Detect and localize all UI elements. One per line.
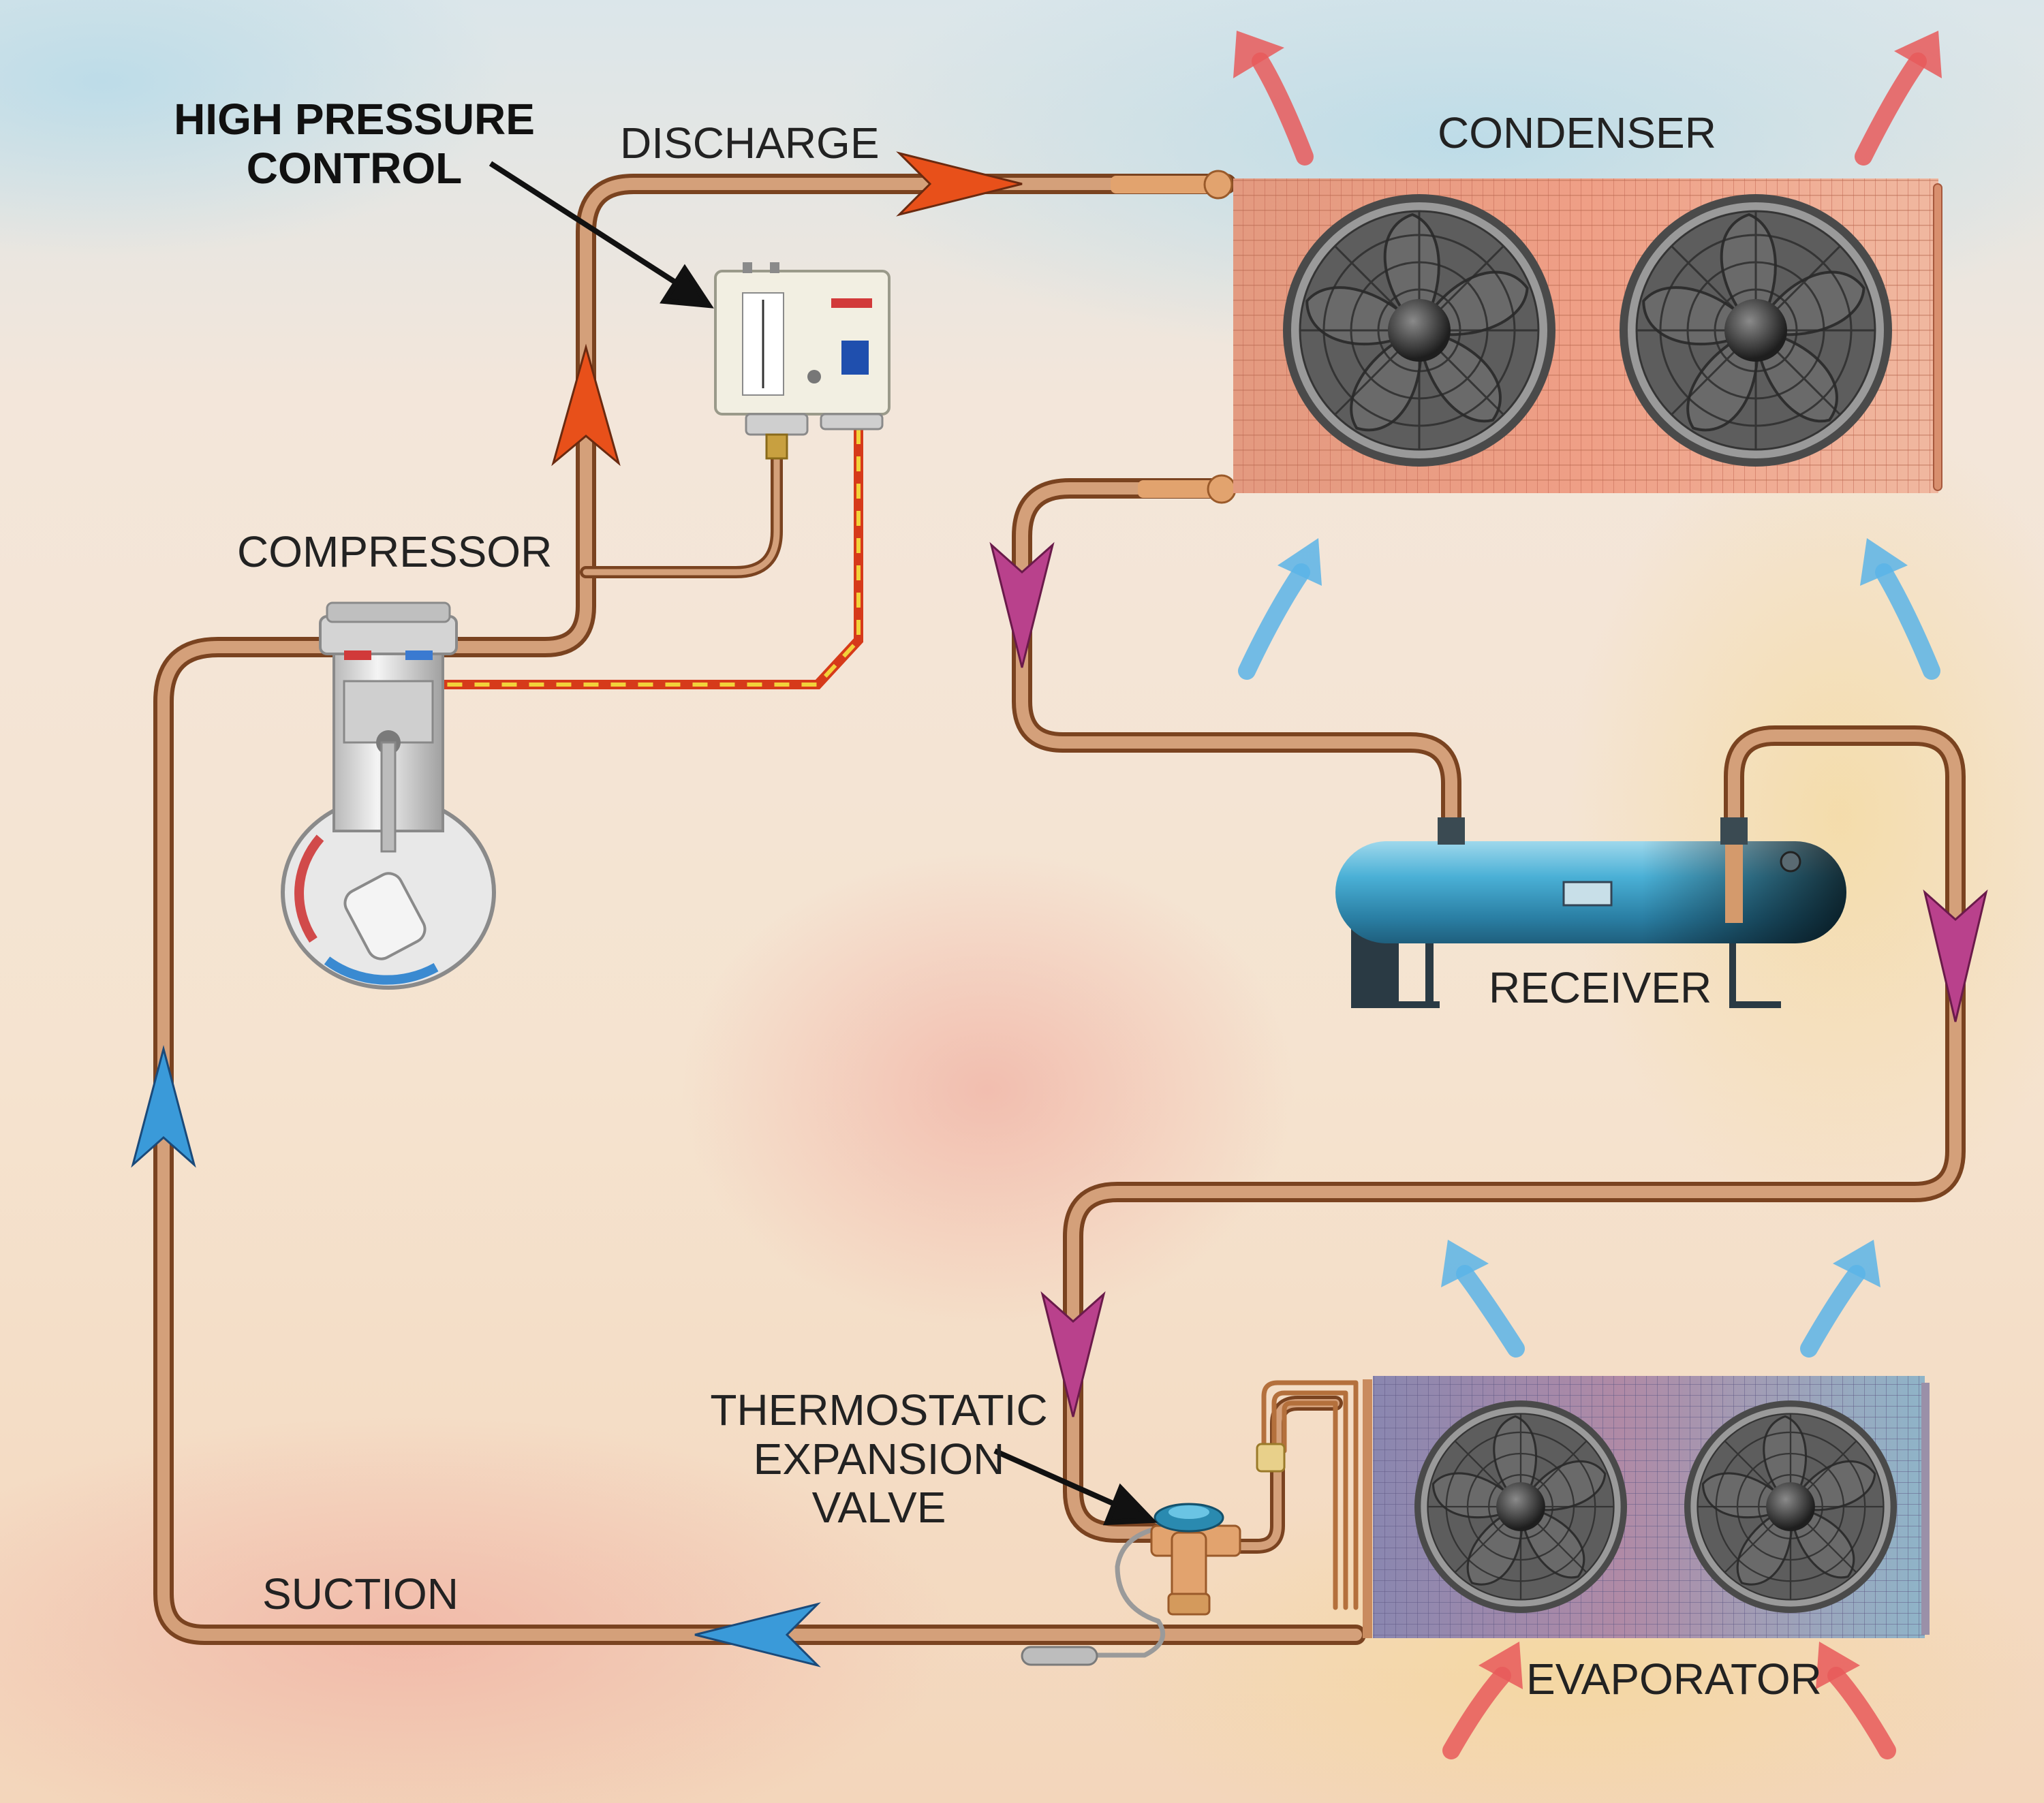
high-pressure-control-label-line-2: CONTROL bbox=[246, 143, 463, 193]
warm-air-arrow-icon bbox=[1816, 1642, 1896, 1759]
cool-air-arrow-icon bbox=[1860, 538, 1940, 680]
suction-label: SUCTION bbox=[262, 1569, 459, 1618]
suction-up-arrow-icon bbox=[131, 1045, 196, 1168]
control-wire bbox=[436, 429, 863, 689]
liquid-flow-arrow-3-icon bbox=[1040, 1291, 1106, 1417]
cool-air-arrow-icon bbox=[1800, 1240, 1880, 1358]
evaporator bbox=[1363, 1376, 1930, 1638]
suction-flow-arrow-icon bbox=[694, 1602, 821, 1667]
txv-label-line-3: VALVE bbox=[811, 1483, 946, 1533]
receiver bbox=[1335, 817, 1846, 1008]
high-pressure-control-label-line-1: HIGH PRESSURE bbox=[174, 95, 535, 144]
discharge-label: DISCHARGE bbox=[620, 119, 880, 168]
condenser-label: CONDENSER bbox=[1438, 108, 1716, 157]
evaporator-label: EVAPORATOR bbox=[1526, 1655, 1822, 1704]
high-pressure-control bbox=[714, 262, 891, 460]
evaporator-fan-1-icon bbox=[1413, 1399, 1628, 1614]
air-flow-arrows bbox=[1233, 31, 1942, 1759]
discharge-flow-arrow-icon bbox=[896, 151, 1023, 217]
condenser-fan-1-icon bbox=[1282, 193, 1557, 468]
compressor bbox=[281, 601, 496, 990]
thermostatic-expansion-valve bbox=[1021, 1443, 1286, 1666]
evaporator-fan-2-icon bbox=[1683, 1399, 1898, 1614]
condenser-fan-2-icon bbox=[1618, 193, 1893, 468]
warm-air-arrow-icon bbox=[1442, 1642, 1523, 1759]
high-pressure-control-label: HIGH PRESSURE CONTROL bbox=[157, 95, 552, 193]
condenser bbox=[1233, 178, 1942, 493]
liquid-flow-arrow-1-icon bbox=[989, 542, 1055, 668]
receiver-label: RECEIVER bbox=[1489, 963, 1712, 1012]
compressor-label: COMPRESSOR bbox=[237, 527, 553, 576]
thermostatic-expansion-valve-label: THERMOSTATIC EXPANSION VALVE bbox=[702, 1385, 1056, 1533]
flow-arrows bbox=[131, 151, 1988, 1667]
callout-pointers bbox=[489, 161, 1158, 1526]
high-pressure-control-pointer bbox=[489, 161, 683, 289]
cool-air-arrow-icon bbox=[1238, 538, 1322, 680]
cool-air-arrow-icon bbox=[1441, 1240, 1525, 1358]
warm-air-arrow-icon bbox=[1233, 31, 1314, 166]
expansion-valve-pointer bbox=[993, 1448, 1119, 1508]
refrigerant-piping bbox=[153, 174, 1966, 1658]
warm-air-arrow-icon bbox=[1855, 31, 1942, 166]
discharge-up-arrow-icon bbox=[551, 343, 621, 467]
liquid-flow-arrow-2-icon bbox=[1923, 889, 1988, 1022]
txv-label-line-1: THERMOSTATIC bbox=[710, 1385, 1048, 1434]
txv-label-line-2: EXPANSION bbox=[753, 1434, 1005, 1484]
